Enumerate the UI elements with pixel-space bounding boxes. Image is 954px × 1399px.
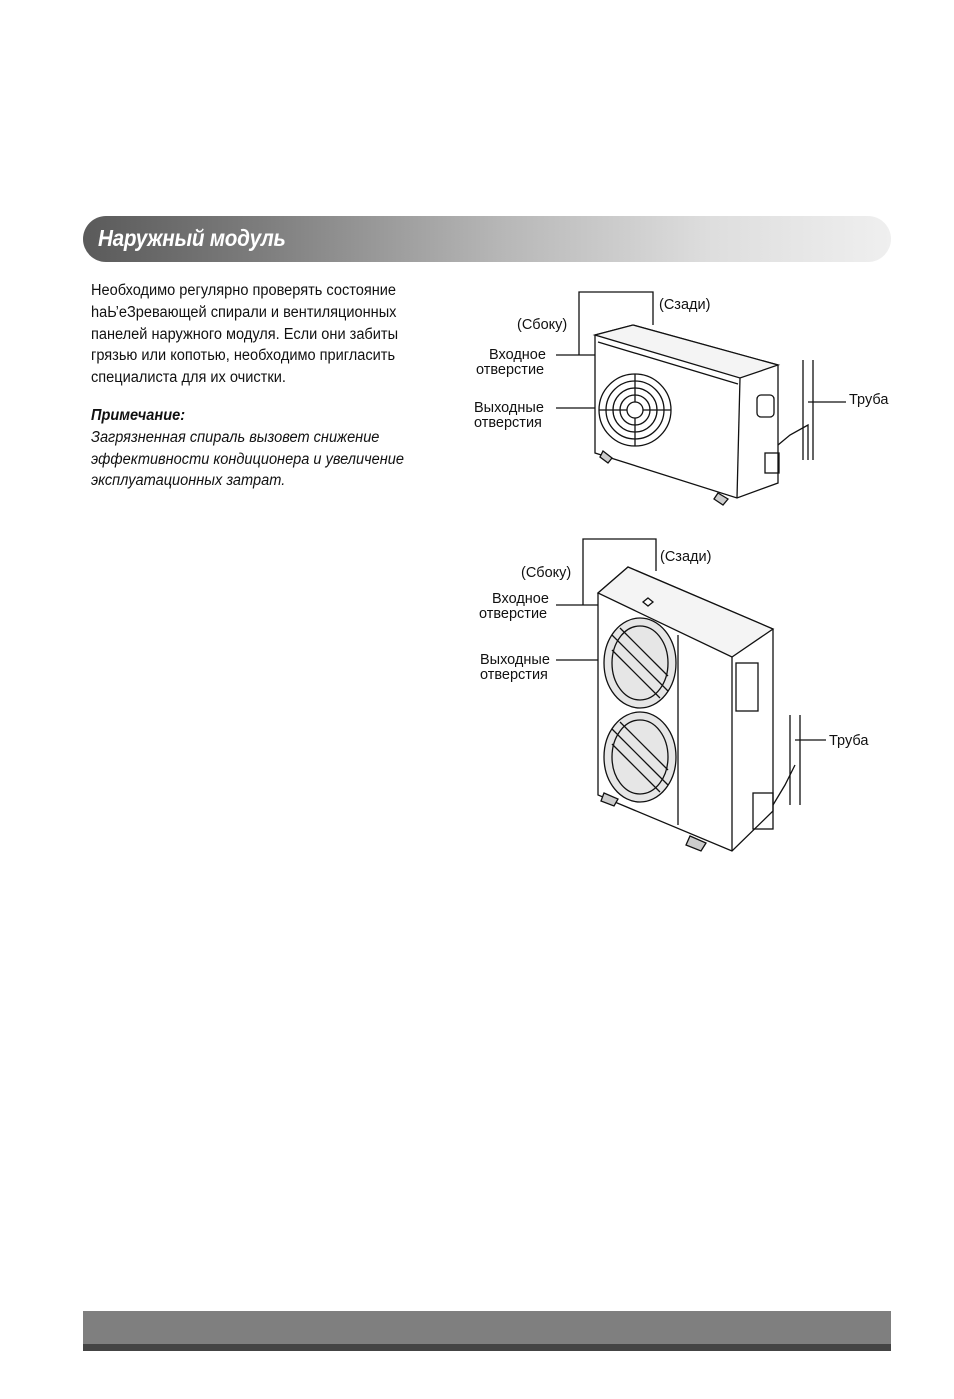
section-header: Наружный модуль <box>83 216 891 262</box>
label-side: (Сбоку) <box>517 317 567 333</box>
label-rear: (Сзади) <box>659 297 710 313</box>
intro-paragraph: Необходимо регулярно проверять состояние… <box>91 280 429 389</box>
intro-line: специалиста для их очистки. <box>91 369 286 387</box>
footer-rule <box>83 1344 891 1351</box>
intro-line: грязью или копотью, необходимо пригласит… <box>91 347 396 365</box>
label-rear: (Сзади) <box>660 549 711 565</box>
outdoor-unit-diagram-dual-fan: (Сзади) (Сбоку) Входное отверстие Выходн… <box>479 538 869 852</box>
body-text: Необходимо регулярно проверять состояние… <box>91 280 451 492</box>
label-inlet: отверстие <box>476 362 544 378</box>
note-line: эксплуатационных затрат. <box>91 472 286 490</box>
label-inlet: Входное <box>492 591 549 607</box>
intro-line: панелей наружного модуля. Если они забит… <box>91 325 399 343</box>
note-paragraph: Загрязненная спираль вызовет снижение эф… <box>91 427 429 492</box>
label-inlet: Входное <box>489 347 546 363</box>
label-outlet: Выходные <box>480 652 550 668</box>
label-outlet: отверстия <box>474 415 542 431</box>
label-outlet: Выходные <box>474 400 544 416</box>
intro-line: Необходимо регулярно проверять состояние <box>91 282 397 299</box>
label-outlet: отверстия <box>480 667 548 683</box>
note-line: эффективности кондиционера и увеличение <box>91 450 404 468</box>
intro-line: haЬ’еЗревающей спирали и вентиляционных <box>91 303 397 321</box>
note-title: Примечание: <box>91 406 186 424</box>
label-inlet: отверстие <box>479 606 547 622</box>
label-side: (Сбоку) <box>521 565 571 581</box>
note-line: Загрязненная спираль вызовет снижение <box>91 428 380 446</box>
label-pipe: Труба <box>829 733 869 749</box>
outdoor-unit-diagram-single-fan: (Сзади) (Сбоку) Входное отверстие Выходн… <box>474 291 889 506</box>
section-title: Наружный модуль <box>98 225 286 251</box>
label-pipe: Труба <box>849 392 889 408</box>
